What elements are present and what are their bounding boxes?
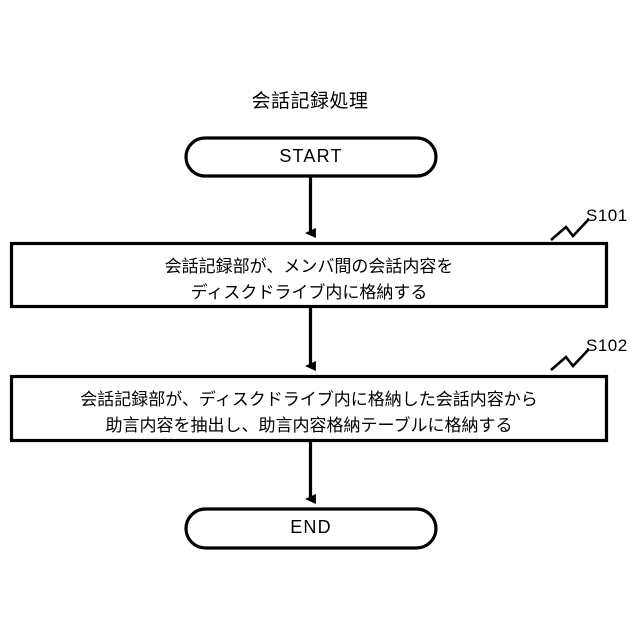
step-tag-s101: S101: [586, 206, 628, 225]
step-tag-s102: S102: [586, 336, 628, 355]
process-box-s102-shape: [9, 374, 609, 443]
end-node-shape: [184, 507, 438, 550]
process-box-s101-text: 会話記録部が、メンバ間の会話内容を ディスクドライブ内に格納する: [10, 254, 608, 306]
process-box-s102-line-2: 助言内容を抽出し、助言内容格納テーブルに格納する: [105, 416, 513, 435]
leader-line-s101: [550, 218, 590, 241]
leader-line-s102: [550, 348, 590, 371]
end-node-label: END: [290, 517, 332, 537]
process-box-s101-line-1: 会話記録部が、メンバ間の会話内容を: [164, 257, 454, 276]
process-box-s101-shape: [9, 241, 609, 309]
start-node-label: START: [279, 146, 343, 166]
process-box-s102-line-1: 会話記録部が、ディスクドライブ内に格納した会話内容から: [80, 390, 538, 409]
process-box-s101-line-2: ディスクドライブ内に格納する: [190, 283, 428, 302]
diagram-title: 会話記録処理: [251, 91, 369, 112]
process-box-s102-text: 会話記録部が、ディスクドライブ内に格納した会話内容から 助言内容を抽出し、助言内…: [10, 387, 608, 439]
